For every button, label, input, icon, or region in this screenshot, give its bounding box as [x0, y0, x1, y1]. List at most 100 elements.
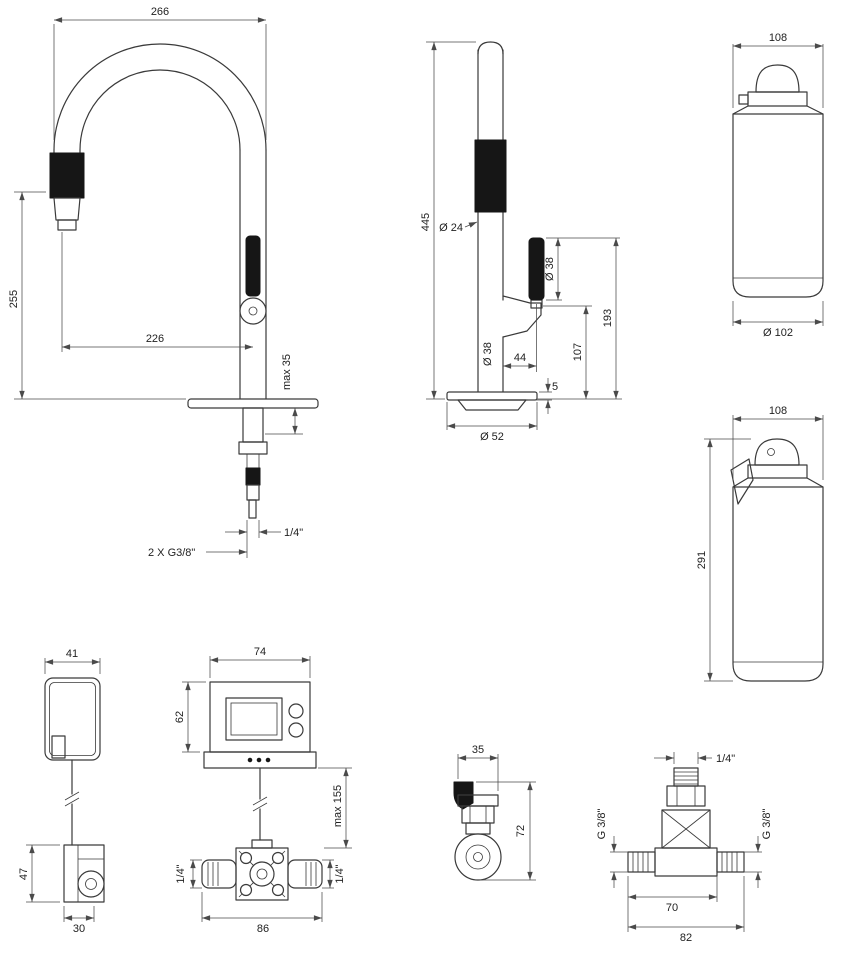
- dim-outlet-height: 107: [543, 305, 592, 399]
- dim-filter-height: 291: [696, 438, 751, 682]
- tvalve-nut: [666, 785, 706, 807]
- valve-hex-body: [461, 805, 495, 824]
- base-plate: [187, 398, 319, 409]
- filter-handle-flap: [730, 458, 754, 505]
- button-top: [288, 703, 304, 719]
- dim-front-height: 255: [8, 191, 186, 400]
- filter-ring-side: [747, 464, 808, 479]
- dim-label-86: 86: [257, 923, 269, 935]
- spray-grip: [49, 152, 85, 199]
- dim-label-d52: Ø 52: [480, 431, 504, 443]
- faucet-front-view: [49, 43, 319, 519]
- dim-label-193: 193: [602, 309, 614, 327]
- dim-supply-hoses: 2 X G3/8": [148, 547, 247, 559]
- dim-sensor-base-width: 30: [63, 906, 95, 935]
- spout-arc-outer: [53, 43, 267, 151]
- dim-label-5: 5: [552, 381, 558, 393]
- spray-head: [53, 197, 81, 221]
- spray-grip-side: [474, 139, 507, 213]
- filter-cartridge-side: 108 291: [696, 405, 824, 682]
- filter-cap-hole: [767, 448, 775, 456]
- dim-handle-diameter: Ø 38: [544, 237, 620, 301]
- dim-label-max35: max 35: [281, 354, 293, 390]
- dim-label-g38-right: G 3/8": [761, 809, 773, 840]
- control-unit: 74 62 max 155 1/4" 1/4": [174, 646, 352, 935]
- dim-label-82: 82: [680, 932, 692, 944]
- dim-sensor-height: 47: [18, 844, 60, 903]
- faucet-side-view: [446, 41, 545, 411]
- spout-arc-inner: [79, 69, 241, 151]
- filter-cartridge-front: 108 Ø 102: [732, 32, 824, 339]
- display-screen: [225, 697, 283, 741]
- dim-control-height: 62: [174, 681, 206, 753]
- filter-cap-ring: [747, 91, 808, 107]
- dim-label-108b: 108: [769, 405, 787, 417]
- dim-label-108a: 108: [769, 32, 787, 44]
- dim-tvalve-left-thread: G 3/8": [596, 809, 628, 888]
- sensor-unit: 41 47 30: [18, 648, 105, 935]
- dim-label-d38-body: Ø 38: [482, 342, 494, 366]
- dim-label-445: 445: [420, 213, 432, 231]
- dim-tvalve-total-width: 82: [628, 876, 745, 944]
- button-bottom: [288, 722, 304, 738]
- dim-tvalve-inner-width: 70: [627, 876, 718, 932]
- tvalve-right-thread: [716, 851, 745, 873]
- tvalve-top-stub: [673, 767, 699, 787]
- manifold-right-fitting: [287, 859, 323, 889]
- dim-label-d24: Ø 24: [439, 222, 463, 234]
- dim-filter-width: 108: [732, 32, 824, 108]
- dim-label-quarter-top: 1/4": [716, 753, 735, 765]
- dim-label-g38-left: G 3/8": [596, 809, 608, 840]
- dim-label-d38-handle: Ø 38: [544, 257, 556, 281]
- dim-label-72: 72: [515, 825, 527, 837]
- dim-label-quarter-inch: 1/4": [284, 527, 303, 539]
- dim-label-quarter-left: 1/4": [175, 864, 187, 883]
- base-plate-side: [446, 391, 538, 401]
- dim-manifold-width: 86: [201, 892, 323, 935]
- control-box: [209, 681, 311, 753]
- mounting-nut: [238, 441, 268, 455]
- dim-label-266: 266: [151, 6, 169, 18]
- dim-label-35: 35: [472, 744, 484, 756]
- dim-label-quarter-right: 1/4": [334, 864, 346, 883]
- dim-total-height: 445: [420, 41, 476, 400]
- spray-nozzle: [57, 219, 77, 231]
- filter-clip: [738, 94, 749, 105]
- dim-sensor-width: 41: [44, 648, 101, 674]
- sensor-tab: [51, 735, 66, 759]
- handle-joint: [239, 297, 267, 325]
- dim-filter-side-width: 108: [732, 405, 824, 480]
- dim-handle-offset: 44: [503, 304, 537, 372]
- dim-label-74: 74: [254, 646, 266, 658]
- dim-left-port: 1/4": [175, 859, 202, 889]
- dim-label-291: 291: [696, 551, 708, 569]
- dim-label-supply: 2 X G3/8": [148, 547, 195, 559]
- dim-label-d102: Ø 102: [763, 327, 793, 339]
- dim-handle-top-height: 193: [537, 238, 622, 400]
- dim-base-diameter: Ø 52: [446, 402, 538, 443]
- dim-base-height: 5: [528, 378, 558, 414]
- shank: [242, 407, 264, 443]
- sensor-box: [44, 677, 101, 761]
- handle-lever: [245, 235, 261, 297]
- handle-lever-side: [528, 237, 545, 301]
- dim-label-70: 70: [666, 902, 678, 914]
- shutoff-valve: 35 72: [453, 744, 536, 881]
- dim-label-41: 41: [66, 648, 78, 660]
- spout-tube: [477, 41, 504, 55]
- t-valve: 1/4" G 3/8" G 3/8" 70 82: [596, 752, 773, 944]
- filter-body-side: [732, 486, 824, 682]
- tvalve-left-thread: [627, 851, 656, 873]
- dim-control-width: 74: [209, 646, 311, 678]
- dim-spout-width: 266: [53, 6, 267, 140]
- dim-reach: 226: [61, 232, 253, 352]
- manifold-left-fitting: [201, 859, 237, 889]
- filter-cap: [755, 64, 800, 93]
- dim-label-max155: max 155: [332, 785, 344, 827]
- dim-body-diameter: Ø 38: [481, 330, 495, 376]
- dim-filter-diameter: Ø 102: [732, 301, 824, 339]
- dim-label-255: 255: [8, 290, 20, 308]
- front-view-dimensions: 266 255 226 max 35 1/4": [8, 6, 303, 559]
